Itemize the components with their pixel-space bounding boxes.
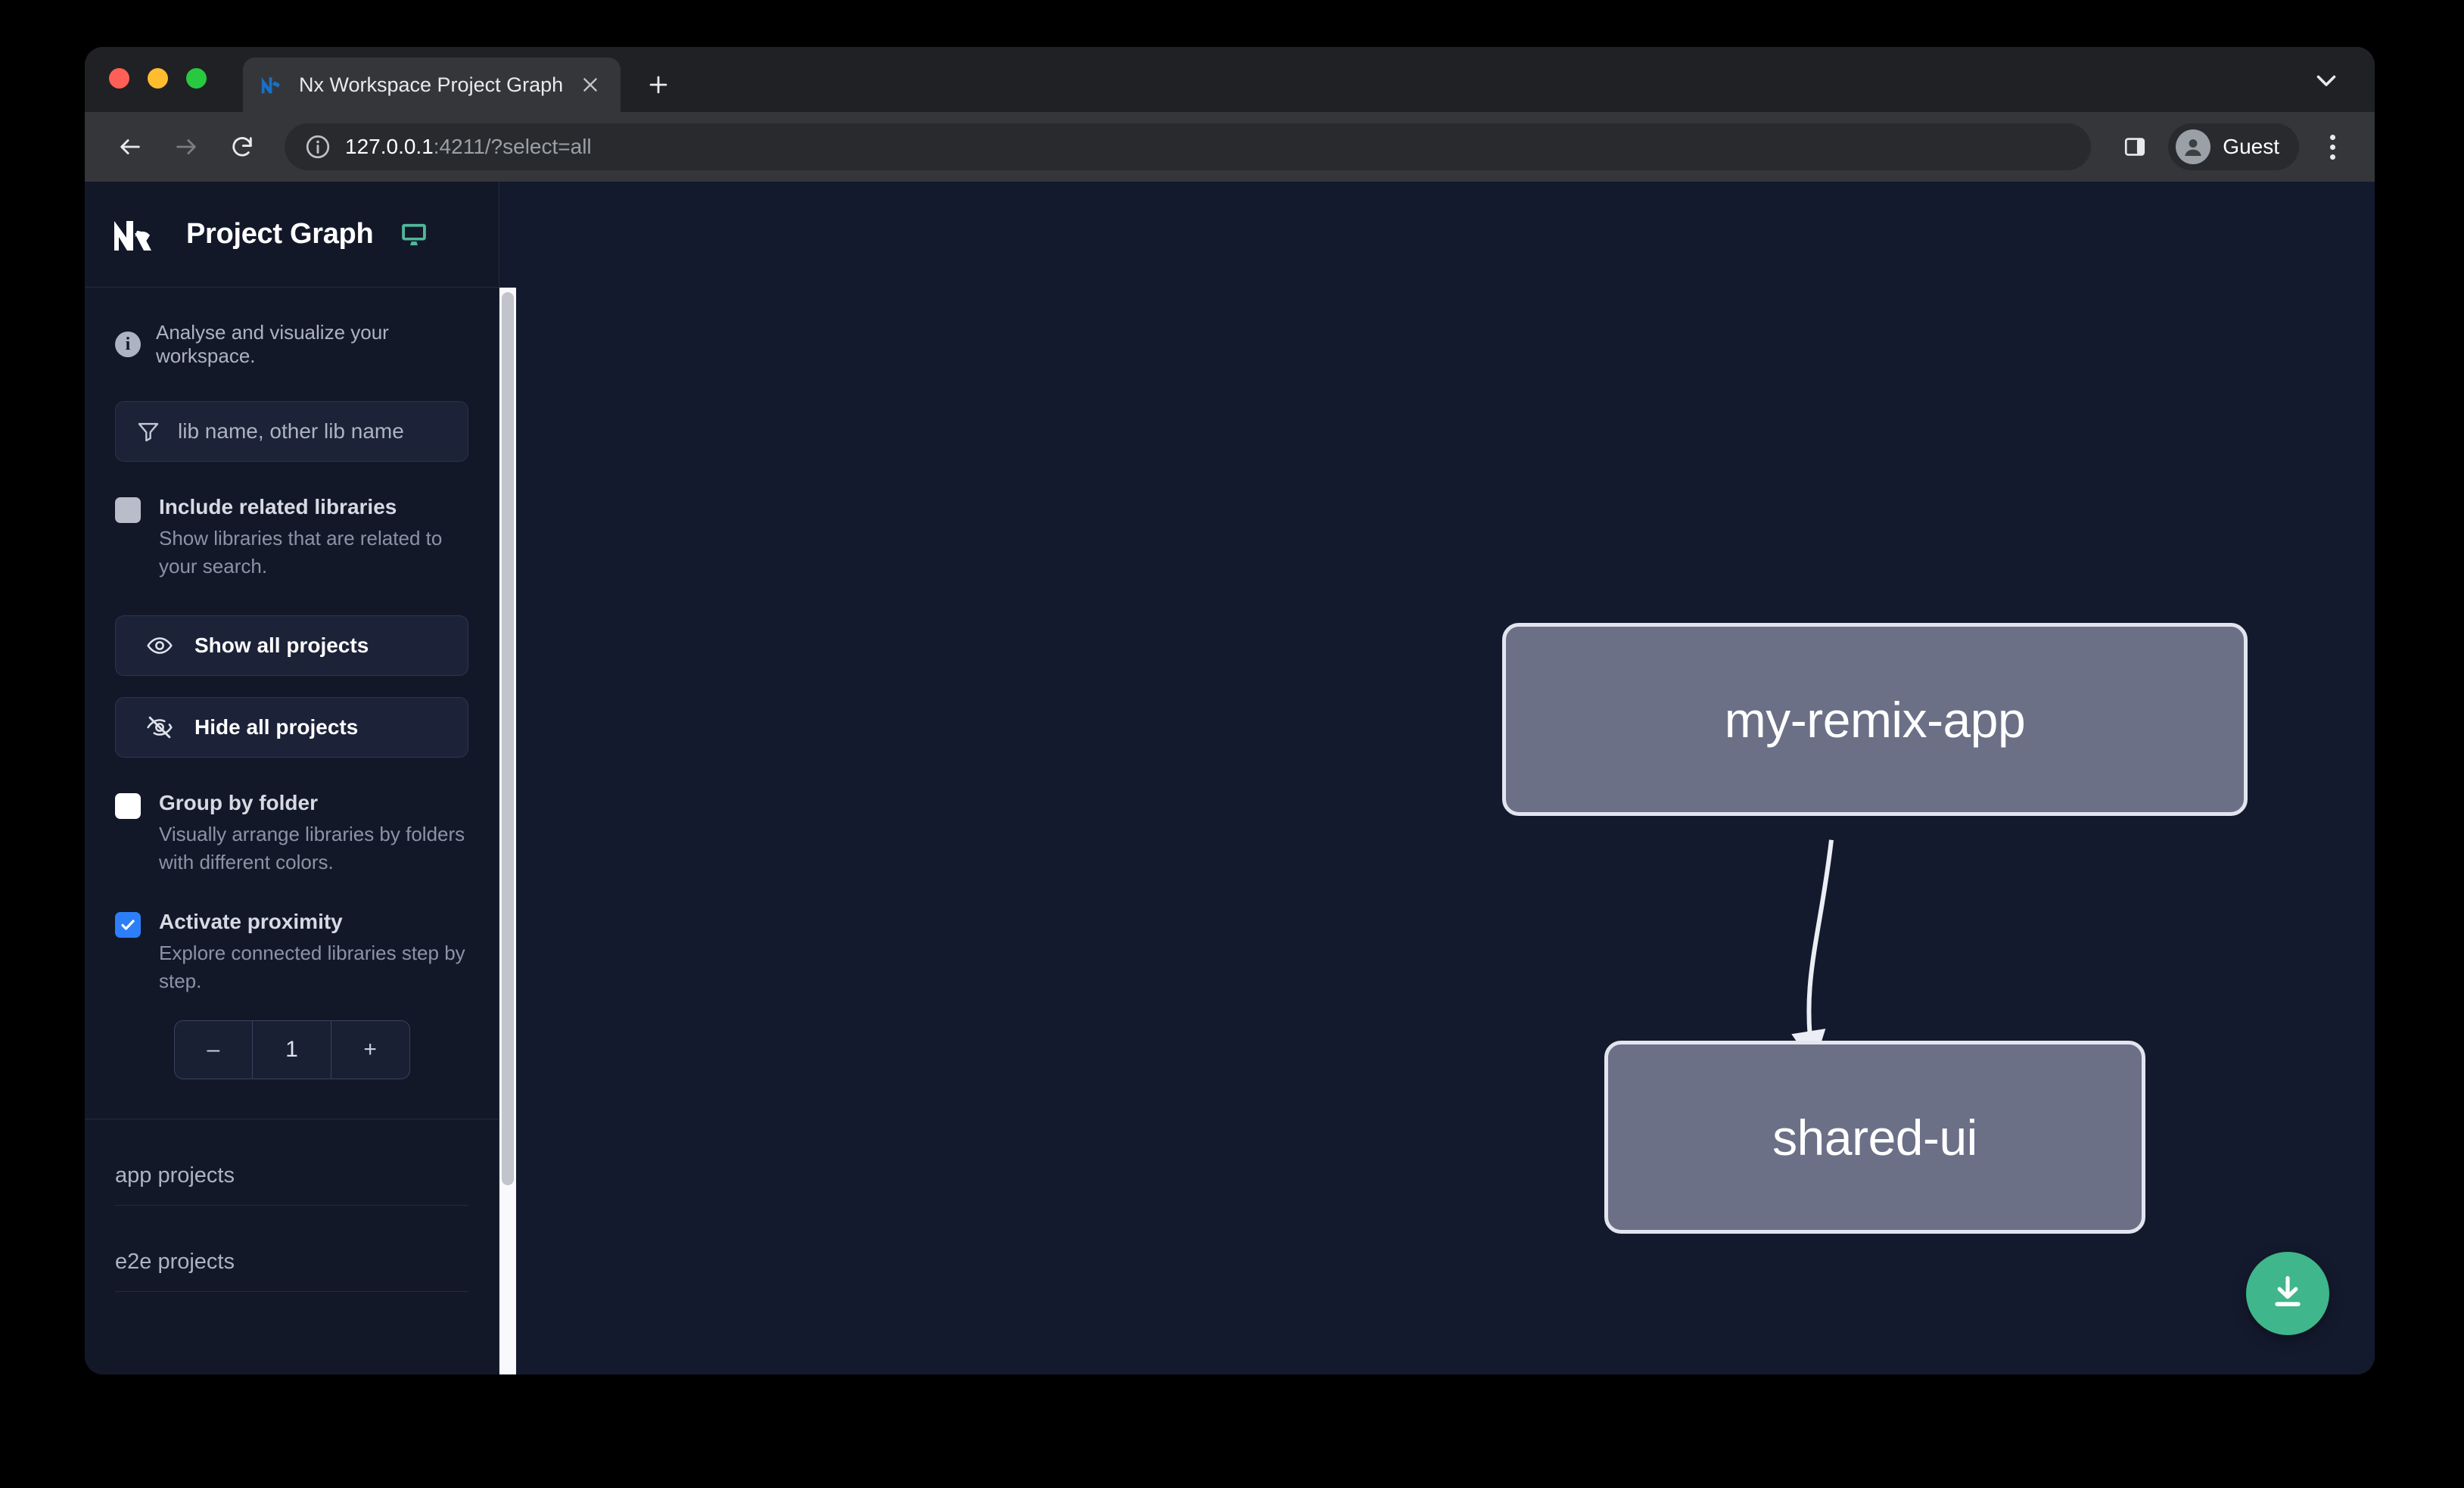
graph-node-my-remix-app[interactable]: my-remix-app [1502,623,2248,816]
funnel-filter-icon [135,419,161,444]
proximity-decrement-button[interactable]: – [207,1037,220,1063]
close-window-button[interactable] [109,67,129,89]
nx-logo-icon [112,216,165,253]
arrow-right-icon[interactable] [162,123,210,171]
eye-off-icon [146,714,173,741]
info-circle-icon[interactable] [304,133,331,160]
arrow-left-icon[interactable] [106,123,154,171]
nx-favicon-icon [260,72,285,98]
maximize-window-button[interactable] [186,67,207,89]
download-graph-button[interactable] [2246,1252,2329,1335]
person-avatar-icon [2176,129,2211,164]
eye-icon [146,632,173,659]
project-group-app-projects[interactable]: app projects [115,1119,468,1206]
option-label: Include related libraries [159,495,397,518]
kebab-menu-icon[interactable] [2311,124,2354,170]
option-description: Show libraries that are related to your … [159,527,443,577]
option-description: Explore connected libraries step by step… [159,941,465,992]
option-label: Group by folder [159,790,318,814]
sidebar-scroll-area: i Analyse and visualize your workspace. [85,288,499,1374]
tab-title: Nx Workspace Project Graph [299,73,564,96]
sidebar-note-text: Analyse and visualize your workspace. [156,321,389,367]
include-related-libraries-checkbox[interactable] [115,497,141,523]
browser-tab[interactable]: Nx Workspace Project Graph [243,58,621,112]
sidebar: Project Graph i Analyse and visualize yo… [85,182,516,1374]
graph-node-label: my-remix-app [1724,691,2026,748]
page-title: Project Graph [186,218,374,250]
address-bar-url: 127.0.0.1:4211/?select=all [345,135,592,159]
graph-edges [1791,839,1834,1066]
option-activate-proximity[interactable]: Activate proximity Explore connected lib… [85,908,499,1080]
option-group-by-folder[interactable]: Group by folder Visually arrange librari… [85,789,499,876]
project-graph-canvas[interactable]: my-remix-app shared-ui [499,182,2375,1374]
graph-node-shared-ui[interactable]: shared-ui [1604,1041,2145,1234]
monitor-icon[interactable] [399,219,429,250]
show-all-projects-label: Show all projects [194,633,369,657]
tab-strip: Nx Workspace Project Graph [85,47,2375,112]
project-groups: app projects e2e projects [85,1119,499,1293]
project-group-e2e-projects[interactable]: e2e projects [115,1206,468,1293]
graph-edge-my-remix-app-to-shared-ui [1791,839,1834,1066]
sidebar-scrollbar-thumb[interactable] [502,292,514,1185]
show-all-projects-button[interactable]: Show all projects [115,615,468,676]
chevron-down-icon[interactable] [2305,59,2347,101]
sidebar-header: Project Graph [85,182,499,288]
close-icon[interactable] [577,71,604,98]
option-label: Activate proximity [159,909,343,933]
address-bar-host: 127.0.0.1 [345,135,434,158]
activate-proximity-checkbox[interactable] [115,911,141,938]
address-bar-path: :4211/?select=all [433,135,592,158]
option-description: Visually arrange libraries by folders wi… [159,822,465,873]
address-bar[interactable]: 127.0.0.1:4211/?select=all [285,123,2092,170]
split-panel-icon[interactable] [2112,124,2158,170]
window-traffic-lights [109,47,207,112]
proximity-stepper: – 1 + [173,1020,410,1080]
graph-node-label: shared-ui [1772,1109,1977,1166]
sidebar-scrollbar[interactable] [499,288,516,1374]
proximity-increment-button[interactable]: + [330,1021,409,1079]
option-include-related-libraries[interactable]: Include related libraries Show libraries… [85,493,499,581]
profile-name: Guest [2223,135,2279,158]
search-input[interactable] [178,419,448,444]
sidebar-note: i Analyse and visualize your workspace. [85,288,499,368]
hide-all-projects-button[interactable]: Hide all projects [115,696,468,758]
search-field[interactable] [115,401,468,462]
info-icon: i [115,332,141,357]
app-page: Project Graph i Analyse and visualize yo… [85,182,2375,1374]
browser-toolbar: 127.0.0.1:4211/?select=all Guest [85,112,2375,182]
toolbar-right-controls: Guest [2112,123,2354,170]
hide-all-projects-label: Hide all projects [194,714,359,739]
download-icon [2268,1272,2307,1315]
minimize-window-button[interactable] [148,67,168,89]
group-by-folder-checkbox[interactable] [115,792,141,819]
new-tab-button[interactable] [637,64,680,106]
profile-chip[interactable]: Guest [2168,123,2299,170]
browser-window: Nx Workspace Project Graph [85,47,2375,1374]
reload-icon[interactable] [218,123,266,171]
proximity-value: 1 [252,1021,331,1079]
